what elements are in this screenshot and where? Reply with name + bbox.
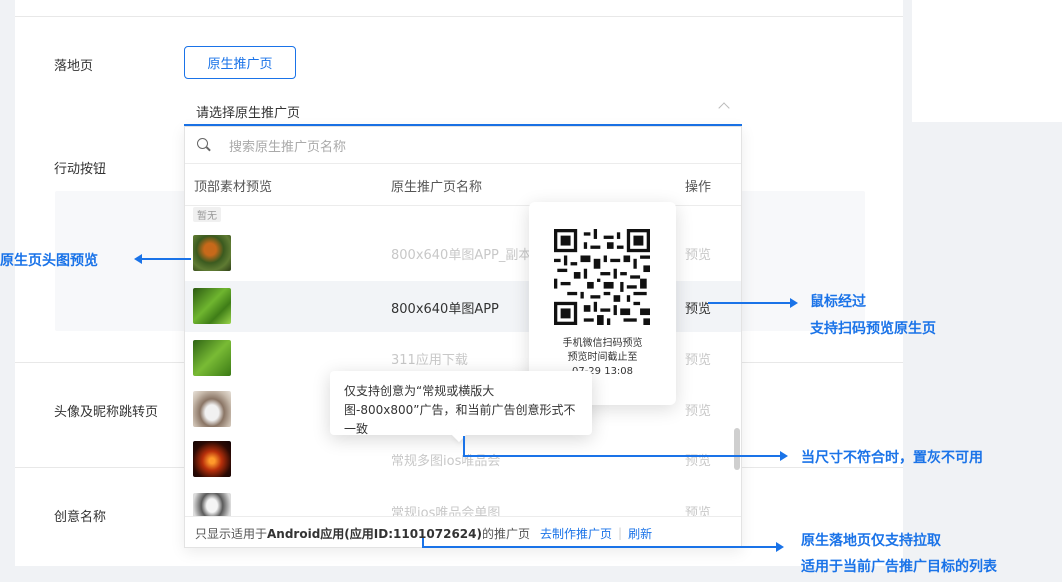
list-item: 预览 — [185, 383, 741, 434]
row-name: 800x640单图APP_副本p — [391, 248, 540, 263]
footer-app-id: Android应用(应用ID:1101072624) — [267, 526, 482, 541]
preview-link: 预览 — [685, 248, 712, 263]
qr-expiry-time: 07-29 13:08 — [571, 366, 634, 377]
qr-expiry-label: 预览时间截止至 — [567, 352, 638, 363]
annotation-pull-desc: 适用于当前广告推广目标的列表 — [801, 559, 997, 575]
preview-link: 预览 — [685, 454, 712, 469]
annotation-line — [463, 436, 465, 456]
footer-prefix: 只显示适用于 — [195, 526, 268, 541]
preview-link: 预览 — [685, 404, 712, 419]
chevron-up-icon[interactable] — [718, 102, 730, 114]
arrow-right-icon — [780, 451, 788, 461]
qr-code-icon — [554, 229, 650, 325]
creative-name-label: 创意名称 — [54, 510, 107, 525]
disabled-tooltip: 仅支持创意为“常规或横版大图-800x800”广告，和当前广告创意形式不一致 — [330, 371, 592, 443]
annotation-line — [463, 455, 781, 457]
annotation-line — [422, 538, 424, 548]
landing-page-label: 落地页 — [54, 59, 94, 74]
annotation-line — [422, 546, 777, 548]
action-button-label: 行动按钮 — [54, 162, 107, 177]
refresh-link[interactable]: 刷新 — [628, 526, 653, 541]
dropdown-header: 顶部素材预览 原生推广页名称 操作 — [185, 164, 741, 206]
qr-hint: 手机微信扫码预览 — [562, 338, 643, 349]
col-name-header: 原生推广页名称 — [391, 180, 483, 195]
arrow-right-icon — [790, 298, 798, 308]
none-badge: 暂无 — [193, 207, 221, 222]
footer-suffix: 的推广页 — [482, 526, 531, 541]
preview-link[interactable]: 预览 — [685, 302, 712, 317]
thumbnail-image — [193, 391, 231, 427]
top-divider — [15, 16, 903, 17]
scrollbar-thumb[interactable] — [734, 428, 740, 470]
footer-separator: | — [618, 526, 623, 540]
list-item: 311应用下载 预览 — [185, 332, 741, 383]
search-input[interactable]: 搜索原生推广页名称 — [229, 139, 347, 155]
list-item: 常规多图ios唯品会 预览 — [185, 433, 741, 484]
search-icon — [197, 138, 211, 152]
row-name: 800x640单图APP — [391, 302, 499, 317]
preview-link: 预览 — [685, 353, 712, 368]
col-thumb-header: 顶部素材预览 — [194, 180, 273, 195]
annotation-line — [708, 302, 791, 304]
dropdown-search[interactable]: 搜索原生推广页名称 — [185, 127, 741, 164]
list-item: 800x640单图APP_副本p 预览 — [185, 227, 741, 278]
annotation-hover-title: 鼠标经过 — [810, 294, 866, 310]
row-name: 常规多图ios唯品会 — [391, 454, 501, 469]
annotation-pull-title: 原生落地页仅支持拉取 — [801, 533, 941, 549]
col-action-header: 操作 — [685, 180, 712, 195]
native-page-button[interactable]: 原生推广页 — [184, 46, 296, 79]
arrow-right-icon — [776, 542, 784, 552]
row-name: 311应用下载 — [391, 353, 468, 368]
avatar-jump-label: 头像及昵称跳转页 — [54, 405, 159, 420]
thumbnail-image — [193, 340, 231, 376]
thumbnail-image — [193, 288, 231, 324]
annotation-hover-desc: 支持扫码预览原生页 — [810, 321, 936, 337]
native-page-select[interactable]: 请选择原生推广页 — [184, 98, 742, 126]
tooltip-text: 仅支持创意为“常规或横版大图-800x800”广告，和当前广告创意形式不一致 — [344, 384, 576, 436]
thumbnail-image — [193, 441, 231, 477]
thumbnail-image — [193, 235, 231, 271]
make-page-link[interactable]: 去制作推广页 — [540, 526, 613, 541]
annotation-header-preview: 原生页头图预览 — [0, 253, 98, 269]
annotation-grayed: 当尺寸不符合时，置灰不可用 — [801, 450, 983, 466]
select-placeholder: 请选择原生推广页 — [196, 105, 301, 121]
side-card — [912, 0, 1062, 122]
arrow-left-icon — [134, 254, 142, 264]
annotation-line — [141, 258, 191, 260]
